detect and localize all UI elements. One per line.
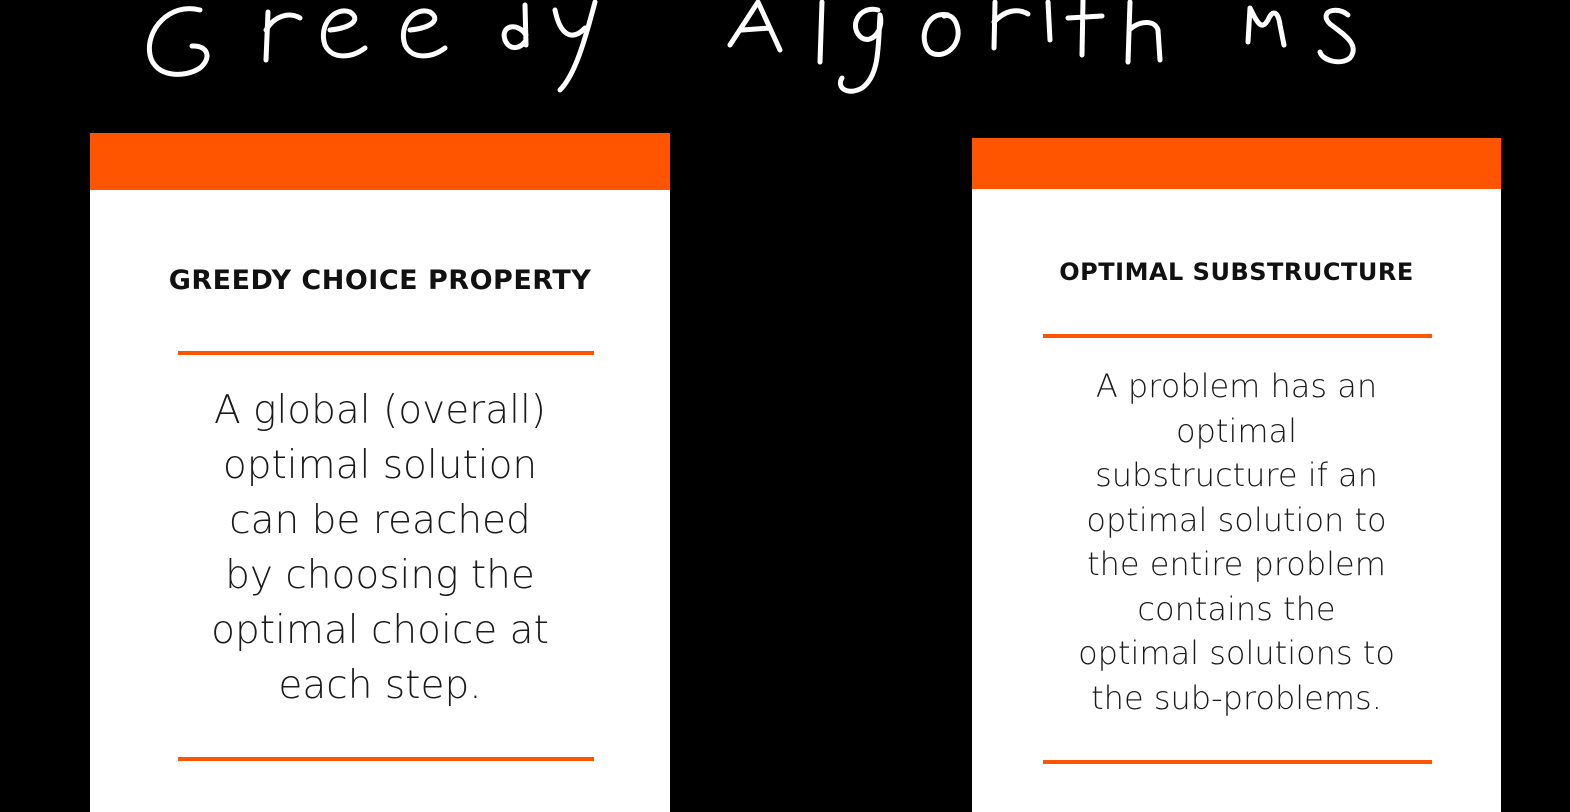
- card-body-line: by choosing the: [225, 553, 535, 598]
- card-body-line: contains the: [1137, 589, 1336, 628]
- card-body-line: optimal solutions to: [1078, 634, 1395, 672]
- card-heading: GREEDY CHOICE PROPERTY: [168, 265, 592, 296]
- card-body-line: optimal choice at: [211, 608, 549, 653]
- card-accent-bar: [90, 133, 670, 190]
- card-divider-bottom: [178, 757, 594, 761]
- card-divider-bottom: [1043, 760, 1432, 764]
- card-body-line: A global (overall): [213, 388, 547, 433]
- card-body: A global (overall) optimal solution can …: [150, 383, 610, 713]
- card-body-line: substructure if an: [1095, 456, 1378, 494]
- handwritten-title: [146, 0, 1356, 94]
- card-body: A problem has an optimal substructure if…: [1012, 364, 1461, 720]
- card-body-line: optimal solution: [222, 443, 538, 488]
- card-optimal-substructure: OPTIMAL SUBSTRUCTURE A problem has an op…: [972, 138, 1501, 812]
- card-body-line: can be reached: [229, 498, 531, 543]
- card-greedy-choice-property: GREEDY CHOICE PROPERTY A global (overall…: [90, 133, 670, 812]
- card-accent-bar: [972, 138, 1501, 189]
- card-divider-top: [1043, 334, 1432, 338]
- card-body-line: A problem has an: [1095, 367, 1378, 405]
- card-body-line: optimal: [1176, 411, 1297, 450]
- card-body-line: the entire problem: [1087, 545, 1386, 583]
- card-body-line: the sub-problems.: [1091, 678, 1382, 717]
- card-body-line: optimal solution to: [1086, 500, 1387, 539]
- card-body-line: each step.: [278, 663, 482, 708]
- card-heading: OPTIMAL SUBSTRUCTURE: [1059, 258, 1414, 286]
- card-divider-top: [178, 351, 594, 355]
